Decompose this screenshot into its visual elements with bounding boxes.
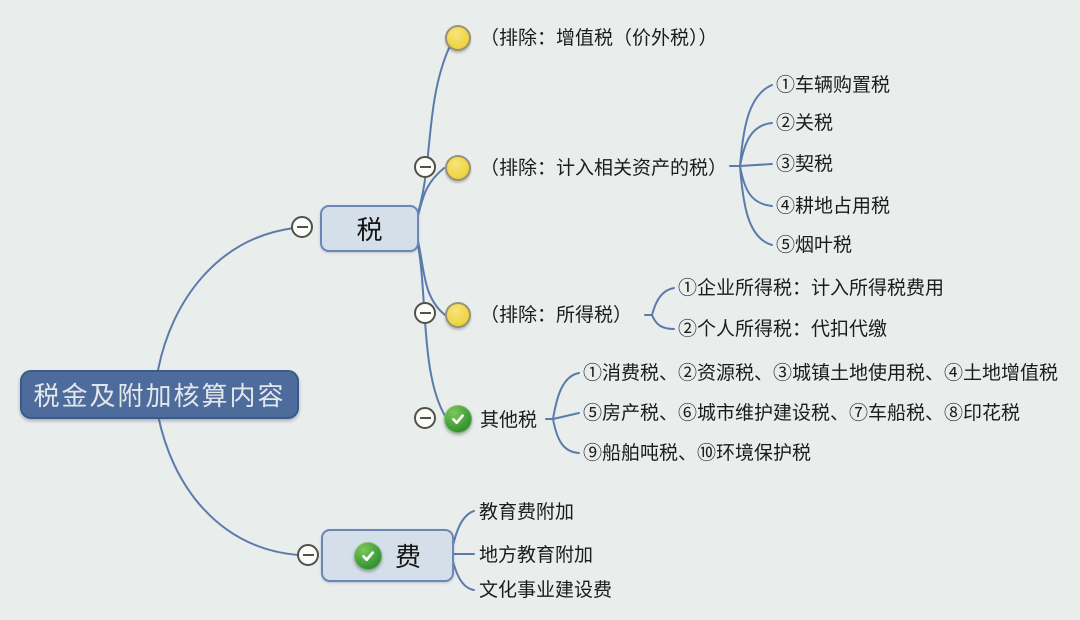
yellow-circle-icon xyxy=(445,302,471,328)
topic-other-taxes[interactable]: 其他税 xyxy=(480,409,538,431)
connector-line xyxy=(552,412,580,420)
connector-line xyxy=(651,314,675,330)
topic-tax-label: 税 xyxy=(356,216,383,246)
root-topic[interactable]: 税金及附加核算内容 xyxy=(20,370,299,419)
collapse-minus-icon[interactable] xyxy=(291,216,313,238)
leaf-topic[interactable]: ③契税 xyxy=(776,153,834,175)
green-check-icon xyxy=(444,405,472,433)
root-topic-label: 税金及附加核算内容 xyxy=(33,382,286,412)
collapse-minus-icon[interactable] xyxy=(414,407,436,429)
connector-line xyxy=(450,553,475,591)
yellow-circle-icon xyxy=(445,155,471,181)
connector-line xyxy=(414,232,448,420)
connector-line xyxy=(739,84,773,167)
connector-line xyxy=(739,122,773,167)
topic-exclude-asset-tax[interactable]: （排除：计入相关资产的税） xyxy=(480,157,728,179)
connector-line xyxy=(739,165,773,246)
collapse-minus-icon[interactable] xyxy=(414,302,436,324)
green-check-icon xyxy=(353,541,382,570)
topic-exclude-income-tax[interactable]: （排除：所得税） xyxy=(480,304,633,326)
yellow-circle-icon xyxy=(445,25,471,51)
topic-fee[interactable]: 费 xyxy=(321,529,454,582)
connector-line xyxy=(552,372,580,420)
connector-line xyxy=(552,418,580,454)
connector-line xyxy=(739,163,773,167)
leaf-topic[interactable]: 教育费附加 xyxy=(479,501,575,523)
leaf-topic[interactable]: 文化事业建设费 xyxy=(479,579,613,601)
leaf-topic[interactable]: ②关税 xyxy=(776,112,834,134)
leaf-topic[interactable]: ④耕地占用税 xyxy=(776,195,891,217)
leaf-topic[interactable]: ⑤烟叶税 xyxy=(776,234,853,256)
connector-line xyxy=(414,47,450,223)
topic-tax[interactable]: 税 xyxy=(320,205,419,252)
connector-line xyxy=(651,287,675,316)
collapse-minus-icon[interactable] xyxy=(414,156,436,178)
leaf-topic[interactable]: ⑤房产税、⑥城市维护建设税、⑦车船税、⑧印花税 xyxy=(583,402,1021,424)
leaf-topic[interactable]: ①车辆购置税 xyxy=(776,74,891,96)
leaf-topic[interactable]: ①消费税、②资源税、③城镇土地使用税、④土地增值税 xyxy=(583,362,1059,384)
topic-exclude-vat[interactable]: （排除：增值税（价外税）） xyxy=(480,27,718,49)
connector-line xyxy=(450,510,475,555)
leaf-topic[interactable]: ①企业所得税：计入所得税费用 xyxy=(678,277,945,299)
connector-line xyxy=(157,414,299,556)
collapse-minus-icon[interactable] xyxy=(297,544,319,566)
leaf-topic[interactable]: ⑨船舶吨税、⑩环境保护税 xyxy=(583,442,812,464)
leaf-topic[interactable]: 地方教育附加 xyxy=(479,544,594,566)
connector-line xyxy=(157,227,295,371)
topic-fee-label: 费 xyxy=(394,543,421,573)
leaf-topic[interactable]: ②个人所得税：代扣代缴 xyxy=(678,318,888,340)
